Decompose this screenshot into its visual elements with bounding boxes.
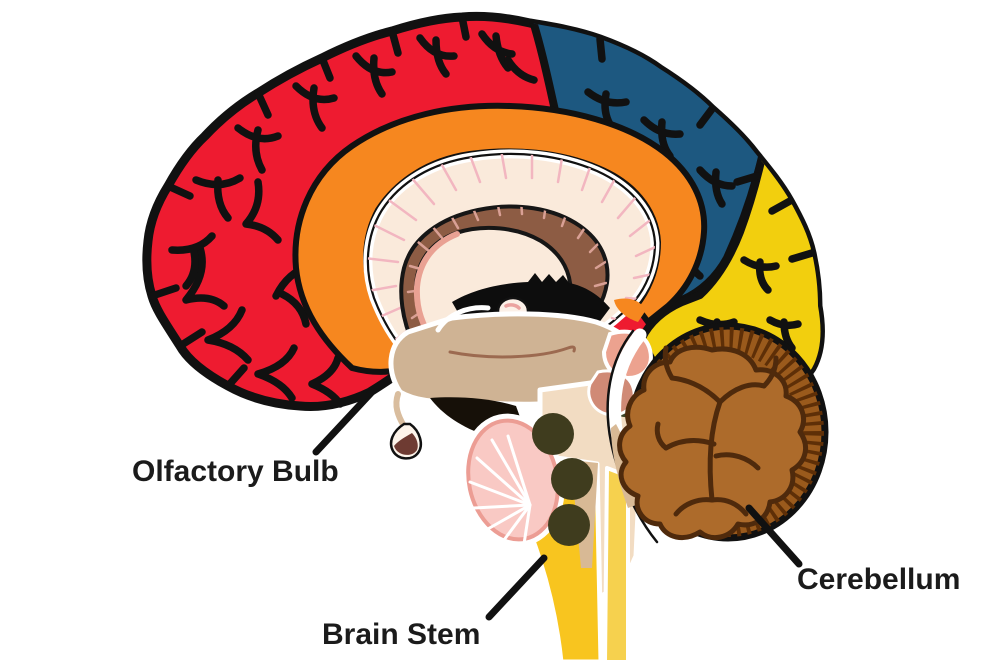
splenium-orange-patch <box>614 298 646 322</box>
olfactory-bulb-pointer <box>312 389 375 456</box>
lateral-ventricle <box>452 273 610 324</box>
cream-area-outline <box>366 152 657 367</box>
pointer-lines <box>312 389 803 621</box>
brain-stem-pointer <box>485 554 548 621</box>
colliculus-lower <box>548 504 590 546</box>
cerebellum-pointer <box>745 504 803 568</box>
olfactory-bulb-label: Olfactory Bulb <box>132 455 339 488</box>
brain-stem-label: Brain Stem <box>322 618 481 651</box>
fornix-line <box>435 305 491 333</box>
pons-fiber-lines <box>468 434 532 546</box>
colliculus-upper <box>532 413 574 455</box>
pituitary-gland-dark <box>394 433 418 455</box>
cerebellum-group <box>606 322 829 547</box>
sulci-lines-frontal <box>148 13 538 408</box>
hypothalamic-sulcus <box>448 345 576 359</box>
cerebellum-label: Cerebellum <box>797 563 961 596</box>
arbor-vitae-branches <box>654 345 779 517</box>
foramen-crescent <box>504 303 521 310</box>
colliculus-middle <box>551 458 593 500</box>
